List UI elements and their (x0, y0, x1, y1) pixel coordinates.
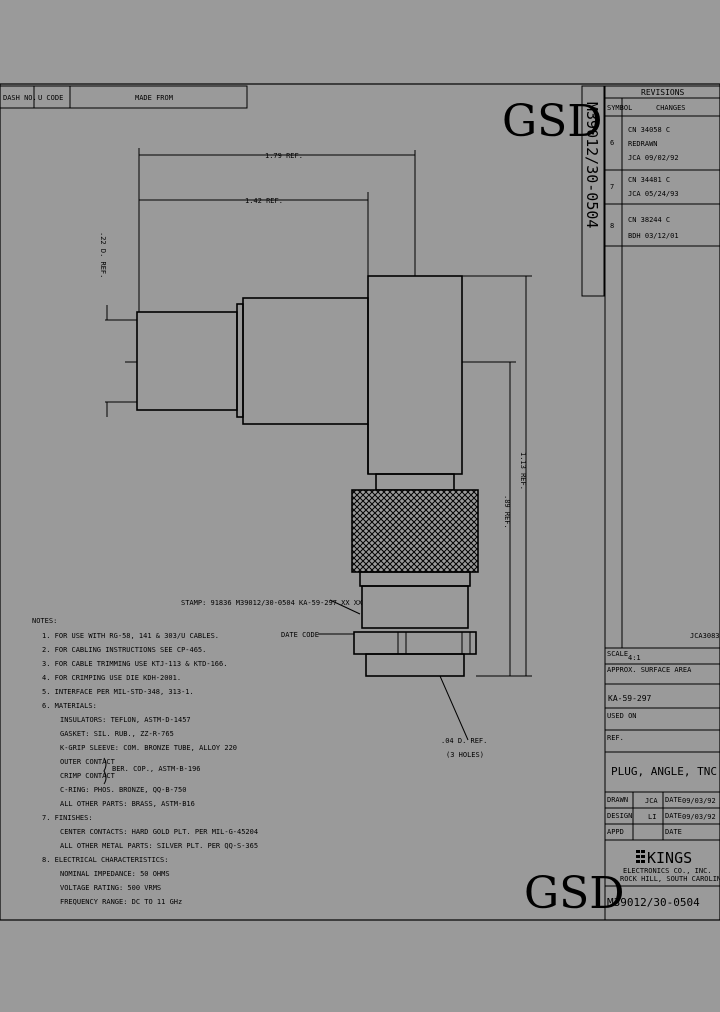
title-block: JCA3083 SCALE 4:1 APPROX. SURFACE AREA K… (604, 632, 720, 921)
scale-label: SCALE (607, 650, 628, 658)
knurled-coupling-nut (351, 489, 479, 573)
revision-8-line2: BDH 03/12/01 (628, 232, 679, 240)
part-number-vertical: M39012/30-0504 (583, 102, 601, 228)
gsd-logo-top: GSD (502, 96, 603, 147)
revision-7-line2: JCA 05/24/93 (628, 190, 679, 198)
company-subtitle-1: ELECTRONICS CO., INC. (623, 867, 712, 875)
revision-7-symbol: 7 (610, 183, 614, 191)
note-line: 3. FOR CABLE TRIMMING USE KTJ-113 & KTD-… (42, 660, 227, 668)
note-line: ALL OTHER PARTS: BRASS, ASTM-B16 (60, 800, 195, 808)
u-code-label: U CODE (38, 94, 63, 102)
gsd-logo-bottom: GSD (524, 868, 625, 919)
revision-6-symbol: 6 (610, 139, 614, 147)
note-line: K-GRIP SLEEVE: COM. BRONZE TUBE, ALLOY 2… (60, 744, 237, 752)
appd-date-label: DATE (665, 828, 682, 836)
appd-label: APPD (607, 828, 624, 836)
note-line: 2. FOR CABLING INSTRUCTIONS SEE CP-465. (42, 646, 206, 654)
revisions-panel: REVISIONS SYMBOL CHANGES 6 CN 34058 C RE… (604, 85, 720, 649)
date-code-callout: DATE CODE (281, 631, 319, 639)
connector-drawing: .22 D. REF. 1.79 R (99, 148, 532, 759)
dim-overall-length: 1.79 REF. (265, 152, 303, 160)
part-number: KA-59-297 (608, 694, 652, 703)
dash-no-label: DASH NO. (3, 94, 37, 102)
made-from-label: MADE FROM (135, 94, 173, 102)
note-line: ALL OTHER METAL PARTS: SILVER PLT. PER Q… (60, 842, 258, 850)
header-strip: DASH NO. U CODE MADE FROM (0, 85, 248, 109)
stamp-callout: STAMP: 91836 M39012/30-0504 KA-59-297 XX… (181, 599, 363, 607)
scale-value: 4:1 (628, 654, 641, 662)
notes-title: NOTES: (32, 617, 57, 625)
drawn-by: JCA (645, 797, 658, 805)
revisions-rev-header: SYMBOL (607, 104, 632, 112)
note-line: CRIMP CONTACT (60, 772, 116, 780)
note-line: OUTER CONTACT (60, 758, 116, 766)
dim-body-length: 1.42 REF. (245, 197, 283, 205)
company-subtitle-2: ROCK HILL, SOUTH CAROLINA 29730 (620, 875, 720, 883)
drawn-date-label: DATE (665, 796, 682, 804)
design-by: LI (648, 813, 656, 821)
note-line: GASKET: SIL. RUB., ZZ-R-765 (60, 730, 174, 738)
note-line: 7. FINISHES: (42, 814, 93, 822)
used-on-label: USED ON (607, 712, 637, 720)
note-line: INSULATORS: TEFLON, ASTM-D-1457 (60, 716, 191, 724)
note-line: FREQUENCY RANGE: DC TO 11 GHz (60, 898, 182, 906)
note-line: 4. FOR CRIMPING USE DIE KDH-2001. (42, 674, 181, 682)
dim-height: 1.13 REF. (519, 452, 527, 490)
note-line: CENTER CONTACTS: HARD GOLD PLT. PER MIL-… (60, 828, 258, 836)
sheet-border (0, 83, 720, 921)
drawing-number-small: JCA3083 (690, 632, 720, 640)
revision-6-line2: REDRAWN (628, 140, 658, 148)
dim-cable-diameter: .22 D. REF. (99, 232, 107, 278)
bottom-part-number: M39012/30-0504 (607, 896, 700, 909)
design-date: 09/03/92 (682, 813, 716, 821)
revision-8-symbol: 8 (610, 222, 614, 230)
note-line: 6. MATERIALS: (42, 702, 97, 710)
dim-height-2: .89 REF. (503, 495, 511, 529)
note-line: 8. ELECTRICAL CHARACTERISTICS: (42, 856, 168, 864)
vertical-part-box (581, 85, 605, 297)
note-line: NOMINAL IMPEDANCE: 50 OHMS (60, 870, 170, 878)
drawn-label: DRAWN (607, 796, 628, 804)
revision-6-line3: JCA 09/02/92 (628, 154, 679, 162)
note-line: VOLTAGE RATING: 500 VRMS (60, 884, 161, 892)
approx-area-label: APPROX. SURFACE AREA (607, 666, 692, 674)
company-name: KINGS (647, 849, 692, 867)
revision-6-line1: CN 34058 C (628, 126, 670, 134)
drawn-date: 09/03/92 (682, 797, 716, 805)
note-line: 1. FOR USE WITH RG-58, 141 & 303/U CABLE… (42, 632, 219, 640)
design-date-label: DATE (665, 812, 682, 820)
drawing-title: PLUG, ANGLE, TNC (611, 765, 717, 778)
notes-block: NOTES: 1. FOR USE WITH RG-58, 141 & 303/… (32, 617, 258, 906)
revisions-changes-header: CHANGES (656, 104, 686, 112)
ref-label: REF. (607, 734, 624, 742)
note-line: C-RING: PHOS. BRONZE, QQ-B-750 (60, 786, 186, 794)
revision-8-line1: CN 38244 C (628, 216, 670, 224)
revisions-title: REVISIONS (641, 88, 685, 97)
kings-logo-icon (636, 850, 645, 863)
revision-7-line1: CN 34481 C (628, 176, 670, 184)
design-label: DESIGN (607, 812, 632, 820)
note-line: BER. COP., ASTM-B-196 (112, 765, 201, 773)
holes-dim-line1: .04 D. REF. (441, 737, 487, 745)
note-line: 5. INTERFACE PER MIL-STD-348, 313-1. (42, 688, 194, 696)
holes-dim-line2: (3 HOLES) (446, 751, 484, 759)
